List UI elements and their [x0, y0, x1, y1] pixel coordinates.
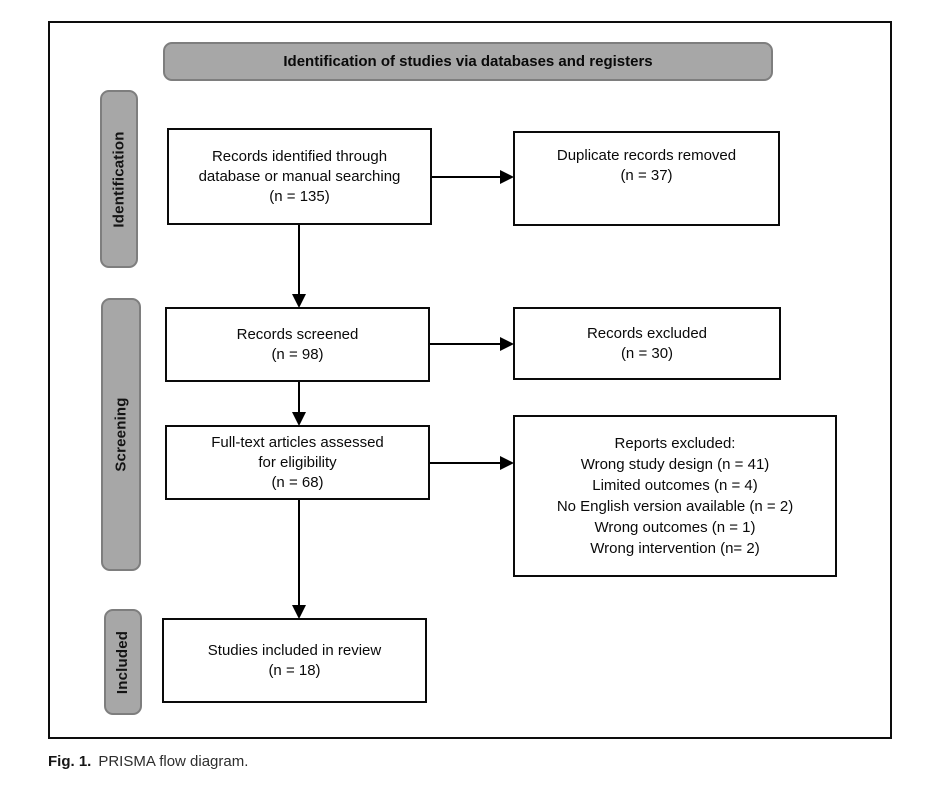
box-line: Wrong study design (n = 41): [580, 456, 770, 473]
arrow-fulltext-to-reports-excluded: [430, 456, 514, 470]
figure-caption: Fig. 1. PRISMA flow diagram.: [48, 753, 248, 770]
box-line: Wrong outcomes (n = 1): [594, 519, 756, 536]
stage-bar-included: Included: [104, 609, 142, 715]
box-line: (n = 68): [271, 473, 324, 491]
box-line: (n = 135): [269, 187, 330, 205]
diagram-header-title: Identification of studies via databases …: [283, 53, 653, 70]
box-line: Duplicate records removed: [556, 146, 737, 164]
figure-caption-label: Fig. 1.: [48, 753, 92, 770]
box-line: database or manual searching: [198, 167, 401, 185]
box-line: (n = 30): [620, 344, 674, 362]
arrow-identified-to-screened: [292, 225, 306, 308]
arrow-identified-to-duplicates: [432, 170, 514, 184]
box-line: Records excluded: [586, 324, 708, 342]
arrow-screened-to-fulltext: [292, 382, 306, 426]
stage-bar-identification: Identification: [100, 90, 138, 268]
box-line: (n = 37): [620, 166, 673, 184]
box-records-excluded: Records excluded (n = 30): [513, 307, 781, 380]
box-records-screened: Records screened (n = 98): [165, 307, 430, 382]
box-line: No English version available (n = 2): [556, 498, 794, 515]
diagram-header: Identification of studies via databases …: [163, 42, 773, 81]
box-fulltext-assessed: Full-text articles assessed for eligibil…: [165, 425, 430, 500]
box-line: Limited outcomes (n = 4): [592, 477, 758, 494]
stage-bar-screening: Screening: [101, 298, 141, 571]
box-line: (n = 98): [271, 345, 324, 363]
box-line: (n = 18): [268, 661, 321, 679]
box-line: Records screened: [236, 325, 359, 343]
box-records-identified: Records identified through database or m…: [167, 128, 432, 225]
box-studies-included: Studies included in review (n = 18): [162, 618, 427, 703]
box-reports-excluded: Reports excluded: Wrong study design (n …: [513, 415, 837, 577]
arrow-fulltext-to-included: [292, 500, 306, 619]
box-line: Reports excluded:: [614, 435, 736, 452]
arrow-screened-to-records-excluded: [430, 337, 514, 351]
box-line: Studies included in review: [207, 641, 382, 659]
box-line: for eligibility: [258, 453, 337, 471]
box-line: Records identified through: [211, 147, 388, 165]
figure-caption-text: PRISMA flow diagram.: [98, 753, 249, 770]
box-line: Wrong intervention (n= 2): [590, 540, 760, 557]
box-line: Full-text articles assessed: [211, 433, 384, 451]
box-duplicate-records-removed: Duplicate records removed (n = 37): [513, 131, 780, 226]
